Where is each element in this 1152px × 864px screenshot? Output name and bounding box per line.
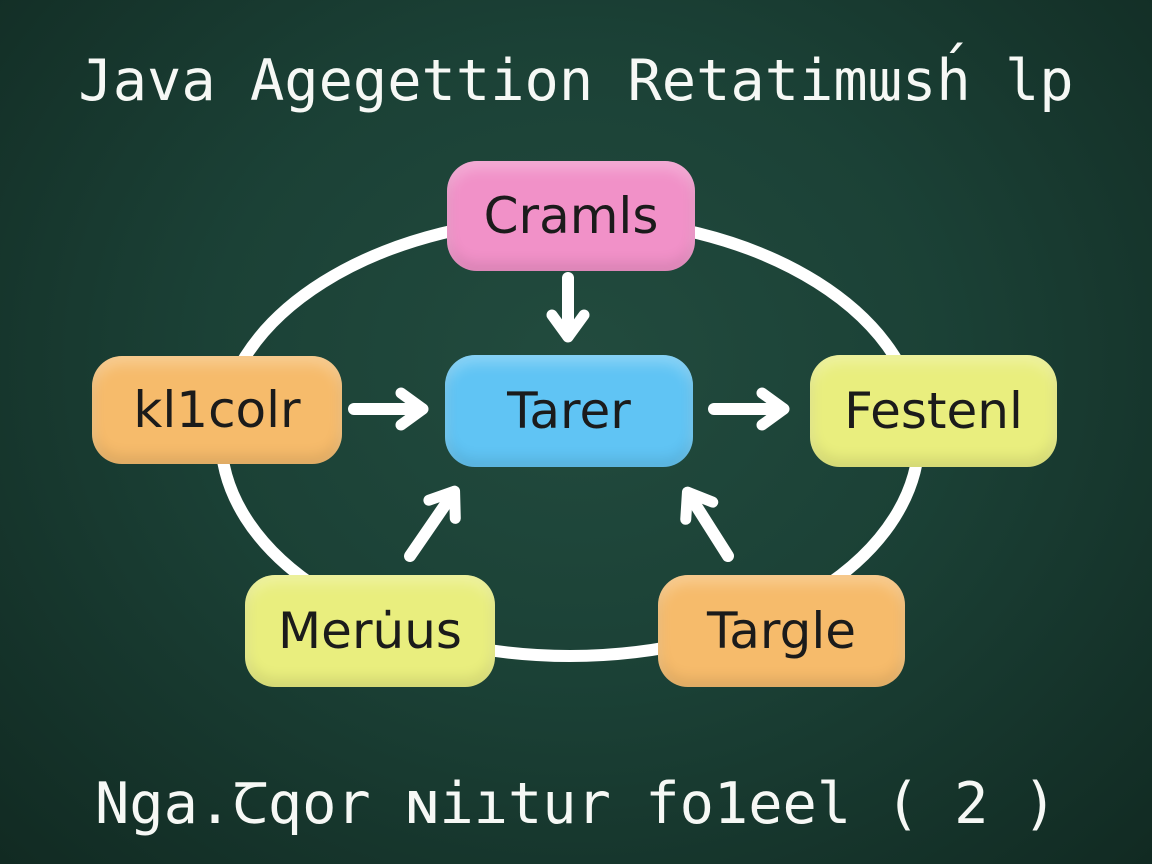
node-tarer-label: Tarer: [507, 382, 631, 440]
arrow-targle-to-tarer: [680, 486, 734, 562]
node-kl1colr-label: kl1colr: [133, 381, 301, 439]
diagram-title: Java Agegettion Retatimɯsh́ lp: [78, 48, 1074, 114]
node-cramls-label: Cramls: [483, 187, 659, 245]
node-meruus-label: Meru̇us: [278, 602, 462, 660]
node-festenl-label: Festenl: [844, 382, 1023, 440]
diagram-caption: Nga.Ꞇqor ɴiıtur fo1eel ( 2 ): [94, 771, 1058, 837]
node-tarer: Tarer: [445, 355, 693, 467]
node-meruus: Meru̇us: [245, 575, 495, 687]
node-kl1colr: kl1colr: [92, 356, 342, 464]
node-targle-label: Targle: [707, 602, 856, 660]
node-cramls: Cramls: [447, 161, 695, 271]
arrow-meruus-to-tarer: [404, 485, 461, 562]
node-targle: Targle: [658, 575, 905, 687]
node-festenl: Festenl: [810, 355, 1057, 467]
